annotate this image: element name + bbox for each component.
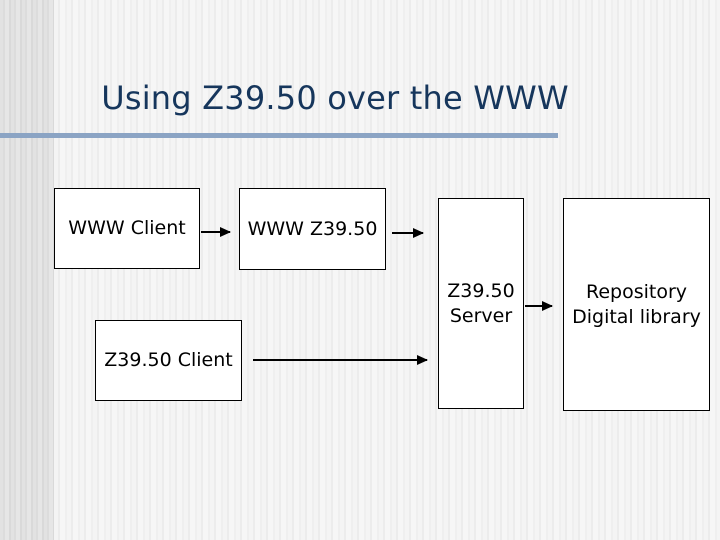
diagram-box-www-z3950-label: WWW Z39.50 — [247, 217, 378, 240]
arrow-z3950-server-to-repository — [525, 301, 553, 311]
diagram-box-repository: Repository Digital library — [563, 198, 710, 411]
diagram-box-z3950-client: Z39.50 Client — [95, 320, 242, 401]
arrow-z3950-client-to-z3950-server — [253, 355, 428, 365]
diagram-box-www-client-label: WWW Client — [68, 217, 186, 239]
diagram-box-z3950-server: Z39.50 Server — [438, 198, 524, 409]
arrow-www-client-to-www-z3950 — [201, 227, 231, 237]
arrow-www-z3950-to-z3950-server — [392, 228, 424, 238]
diagram-box-repository-label: Repository Digital library — [572, 280, 701, 328]
slide-title: Using Z39.50 over the WWW — [101, 79, 569, 117]
diagram-box-z3950-client-label: Z39.50 Client — [104, 349, 233, 371]
title-underline-rule — [0, 133, 558, 138]
diagram-box-www-client: WWW Client — [54, 188, 200, 269]
diagram-box-www-z3950: WWW Z39.50 — [239, 188, 386, 270]
diagram-box-z3950-server-label: Z39.50 Server — [447, 279, 515, 327]
